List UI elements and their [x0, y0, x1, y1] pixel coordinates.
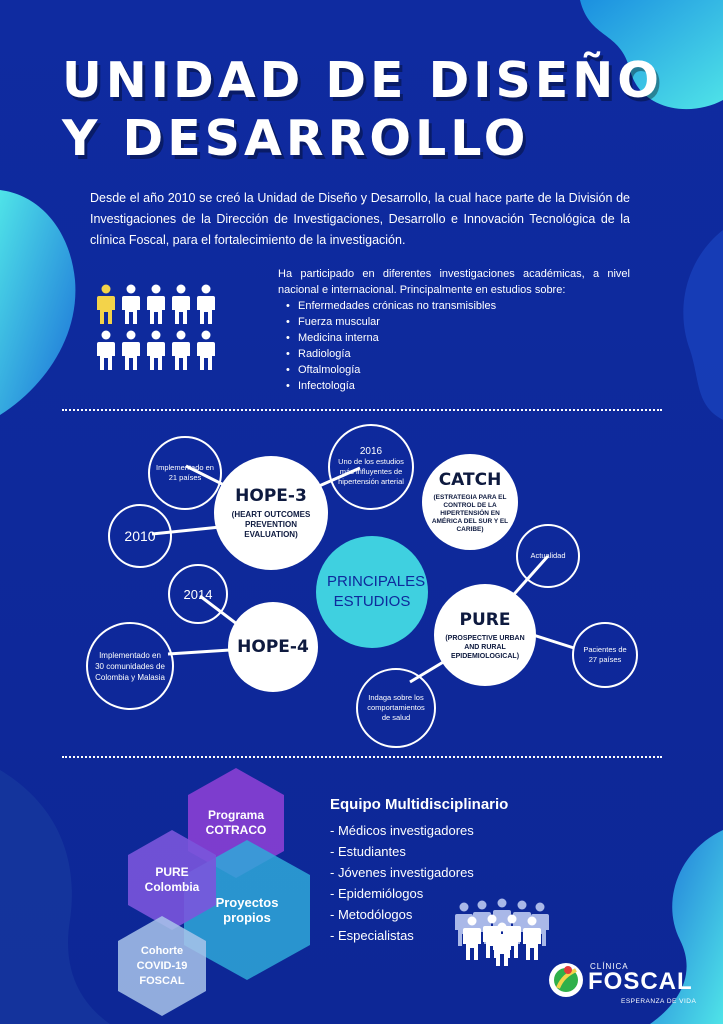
year-2010-bubble: 2010	[108, 504, 172, 568]
hope3-countries-bubble: Implementado en 21 países	[148, 436, 222, 510]
actualidad-text: Actualidad	[530, 551, 566, 560]
principal-studies-bubble: PRINCIPALES ESTUDIOS	[316, 536, 428, 648]
principal-studies-text: PRINCIPALES ESTUDIOS	[327, 573, 426, 610]
left-blob	[0, 190, 76, 415]
year-2014-text: 2014	[183, 586, 213, 602]
topics-list: Enfermedades crónicas no transmisibles F…	[278, 298, 630, 394]
foscal-logo-icon	[549, 963, 583, 997]
year-2016-bubble: 2016 Uno de los estudios más influyentes…	[328, 424, 414, 510]
participation-section: Ha participado en diferentes investigaci…	[278, 266, 630, 394]
hexagon-cotraco-label: Programa COTRACO	[205, 808, 267, 837]
pure-name: PURE	[459, 609, 511, 630]
pure-behaviour-text: Indaga sobre los comportamientos de salu…	[367, 693, 425, 722]
logo-tagline: ESPERANZA DE VIDA	[621, 998, 697, 1005]
people-icon-grid	[97, 284, 215, 370]
list-item: Fuerza muscular	[278, 314, 630, 330]
list-item: Infectología	[278, 378, 630, 394]
pure-countries-bubble: Pacientes de 27 países	[572, 622, 638, 688]
hope3-countries-text: Implementado en 21 países	[156, 463, 214, 482]
catch-bubble: CATCH (ESTRATEGIA PARA EL CONTROL DE LA …	[422, 454, 518, 550]
title-line-1: UNIDAD DE DISEÑO	[62, 52, 663, 109]
intro-paragraph: Desde el año 2010 se creó la Unidad de D…	[90, 191, 630, 247]
list-item: - Metodólogos	[330, 907, 413, 922]
hexagon-cohorte-label: Cohorte COVID-19 FOSCAL	[136, 944, 188, 987]
catch-name: CATCH	[438, 470, 502, 490]
list-item: - Especialistas	[330, 928, 414, 943]
divider	[62, 409, 662, 411]
logo-small-text: CLÍNICA	[590, 962, 629, 971]
year-2014-bubble: 2014	[168, 564, 228, 624]
hope4-impl-bubble: Implementado en 30 comunidades de Colomb…	[86, 622, 174, 710]
hexagon-pure-colombia-label: PURE Colombia	[144, 865, 200, 894]
hope3-name: HOPE-3	[235, 486, 307, 506]
page-title: UNIDAD DE DISEÑO Y DESARROLLO	[62, 52, 682, 168]
bottom-right-blob	[650, 830, 723, 1024]
logo-main-text: FOSCAL	[588, 968, 693, 995]
hexagon-cohorte: Cohorte COVID-19 FOSCAL	[118, 916, 206, 1016]
team-title: Equipo Multidisciplinario	[330, 796, 509, 813]
list-item: Oftalmología	[278, 362, 630, 378]
list-item: Enfermedades crónicas no transmisibles	[278, 298, 630, 314]
team-list: - Médicos investigadores - Estudiantes -…	[330, 820, 474, 946]
pure-full: (PROSPECTIVE URBAN AND RURAL EPIDEMIOLOG…	[445, 634, 525, 660]
list-item: - Epidemiólogos	[330, 886, 424, 901]
pure-countries-text: Pacientes de 27 países	[583, 645, 627, 664]
catch-full: (ESTRATEGIA PARA EL CONTROL DE LA HIPERT…	[431, 494, 509, 533]
year-2016-desc: Uno de los estudios más influyentes de h…	[338, 457, 404, 486]
list-item: Radiología	[278, 346, 630, 362]
pure-bubble: PURE (PROSPECTIVE URBAN AND RURAL EPIDEM…	[434, 584, 536, 686]
hope3-bubble: HOPE-3 (HEART OUTCOMES PREVENTION EVALUA…	[214, 456, 328, 570]
pure-behaviour-bubble: Indaga sobre los comportamientos de salu…	[356, 668, 436, 748]
studies-diagram: Implementado en 21 países 2010 HOPE-3 (H…	[0, 414, 723, 754]
title-line-2: Y DESARROLLO	[62, 110, 530, 167]
team-crowd-icon	[455, 898, 549, 966]
year-2016-text: 2016	[359, 446, 383, 457]
hope3-full: (HEART OUTCOMES PREVENTION EVALUATION)	[231, 510, 311, 539]
participation-text: Ha participado en diferentes investigaci…	[278, 268, 630, 296]
divider	[62, 756, 662, 758]
hope4-name: HOPE-4	[237, 637, 309, 657]
hexagon-pure-colombia: PURE Colombia	[128, 830, 216, 930]
top-right-blob	[580, 0, 723, 110]
list-item: - Estudiantes	[330, 844, 406, 859]
list-item: - Médicos investigadores	[330, 823, 474, 838]
hope4-impl-text: Implementado en 30 comunidades de Colomb…	[95, 650, 165, 682]
hope4-bubble: HOPE-4	[228, 602, 318, 692]
list-item: Medicina interna	[278, 330, 630, 346]
year-2010-text: 2010	[124, 528, 156, 544]
list-item: - Jóvenes investigadores	[330, 865, 474, 880]
bottom-left-blob	[0, 770, 110, 1024]
actualidad-bubble: Actualidad	[516, 524, 580, 588]
hexagon-proyectos-propios-label: Proyectos propios	[215, 895, 279, 925]
right-blob	[683, 230, 723, 420]
